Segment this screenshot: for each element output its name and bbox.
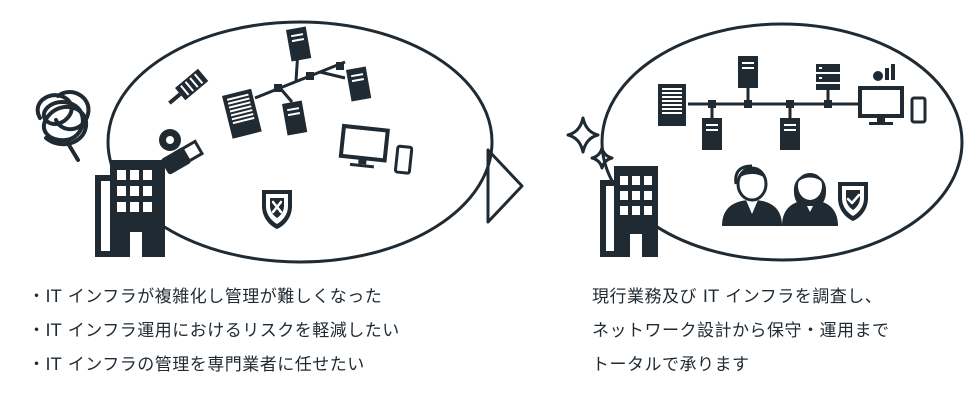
server-tower-icon <box>702 118 722 150</box>
solution-line: 現行業務及び IT インフラを調査し、 <box>592 287 883 307</box>
monitor-icon <box>858 86 904 125</box>
server-rack-icon <box>658 84 686 126</box>
server-tower-icon <box>346 66 372 102</box>
solution-line: トータルで承ります <box>592 355 750 375</box>
smartphone-icon <box>393 144 414 175</box>
solution-line: ネットワーク設計から保守・運用まで <box>592 321 890 341</box>
smartphone-icon <box>910 96 927 124</box>
chevron-right-icon <box>486 148 524 224</box>
after-network-ellipse <box>600 22 964 262</box>
server-tower-icon <box>282 100 308 136</box>
before-issues-list: ・IT インフラが複雑化し管理が難しくなった ・IT インフラ運用におけるリスク… <box>28 280 400 382</box>
building-icon <box>95 160 165 257</box>
webcam-icon <box>873 64 895 81</box>
after-solution-text: 現行業務及び IT インフラを調査し、 ネットワーク設計から保守・運用まで トー… <box>592 280 890 382</box>
issue-item: ・IT インフラの管理を専門業者に任せたい <box>28 355 365 375</box>
tangled-cable-icon <box>35 90 91 162</box>
server-tower-icon <box>738 56 758 88</box>
server-tower-icon <box>286 26 312 62</box>
building-icon <box>600 166 658 257</box>
webcam-icon <box>159 129 205 175</box>
before-network-ellipse <box>106 20 494 264</box>
issue-item: ・IT インフラが複雑化し管理が難しくなった <box>28 287 383 307</box>
server-tower-icon <box>780 118 800 150</box>
storage-device-icon <box>168 68 209 105</box>
monitor-icon <box>338 123 390 169</box>
sparkle-icon <box>566 116 614 170</box>
network-switch-icon <box>816 64 840 90</box>
server-rack-icon <box>222 88 262 139</box>
infrastructure-diagram <box>35 20 964 264</box>
engineer-male-icon <box>722 164 782 226</box>
shield-check-icon <box>838 182 868 221</box>
shield-x-icon <box>262 190 292 229</box>
engineer-female-icon <box>782 172 838 226</box>
issue-item: ・IT インフラ運用におけるリスクを軽減したい <box>28 321 400 341</box>
